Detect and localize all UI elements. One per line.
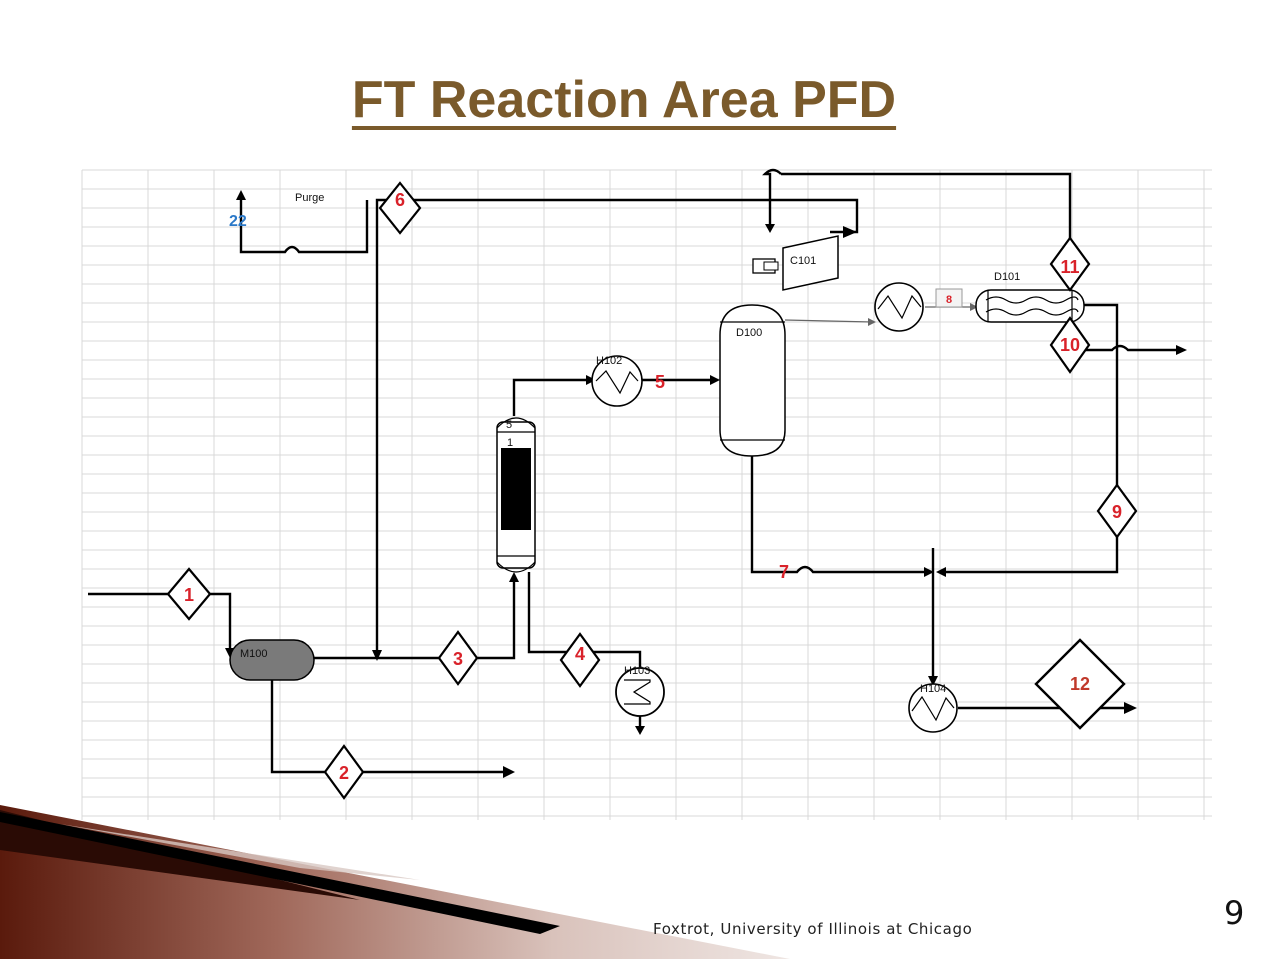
- label-purge: Purge: [295, 192, 324, 204]
- arrow-h103-out: [635, 726, 645, 735]
- pipe-stream-7: [750, 455, 928, 574]
- svg-text:7: 7: [779, 562, 789, 582]
- arrow-d101-in: [970, 303, 978, 311]
- pipe-stream-10: [1068, 322, 1178, 352]
- exchanger-d101-feed: [874, 282, 924, 332]
- arrow-h102-in: [586, 375, 596, 385]
- label-m100: M100: [240, 648, 268, 660]
- separator-d101: [975, 289, 1085, 323]
- slide-title: FT Reaction Area PFD: [351, 71, 897, 129]
- label-stream-22: 22: [229, 213, 247, 230]
- pipe-feed-1: [88, 592, 232, 652]
- svg-text:8: 8: [946, 294, 952, 306]
- stream-8-box: [935, 288, 963, 308]
- stream-tag-9: 9: [1096, 483, 1138, 539]
- arrow-c101-discharge: [843, 226, 857, 238]
- stream-tag-2: 2: [323, 744, 365, 800]
- label-h103: H103: [624, 665, 650, 677]
- page-number: 9: [1224, 894, 1245, 932]
- stream-tag-7: 7: [779, 562, 789, 582]
- arrow-stream-7: [924, 567, 934, 577]
- stream-tag-6: 6: [378, 181, 422, 235]
- arrow-c101-in: [765, 224, 775, 233]
- pipe-d100-vapour: [784, 319, 873, 323]
- svg-text:5: 5: [655, 372, 665, 392]
- stream-tag-10: 10: [1049, 316, 1091, 374]
- label-d100: D100: [736, 327, 762, 339]
- arrow-h104-in: [928, 676, 938, 686]
- pipe-stream-6: [375, 198, 388, 654]
- arrow-stream-2: [503, 766, 515, 778]
- svg-text:10: 10: [1060, 335, 1080, 355]
- label-h104: H104: [920, 683, 946, 695]
- stream-tag-12: 12: [1034, 638, 1126, 730]
- svg-text:9: 9: [1112, 502, 1122, 522]
- svg-text:6: 6: [395, 190, 405, 210]
- exchanger-h102: [591, 355, 643, 407]
- drum-d100: [719, 304, 786, 457]
- stream-tag-11: 11: [1049, 236, 1091, 292]
- label-reactor-inner: 1: [507, 437, 513, 449]
- label-reactor-top: 5: [506, 419, 512, 431]
- arrow-d100-in: [710, 375, 720, 385]
- pipe-stream-2: [270, 680, 505, 774]
- pipe-recycle-hop: [762, 168, 782, 228]
- reactor-column: [496, 417, 536, 573]
- footer-text: Foxtrot, University of Illinois at Chica…: [653, 920, 973, 938]
- arrow-junction: [372, 650, 382, 661]
- compressor-c101: [752, 235, 839, 291]
- pipe-stream-5: [512, 378, 592, 416]
- stream-tag-1: 1: [166, 567, 212, 621]
- exchanger-h104: [908, 683, 958, 733]
- arrow-outlet-10: [1176, 345, 1187, 355]
- svg-text:11: 11: [1060, 257, 1079, 277]
- svg-text:3: 3: [453, 649, 463, 669]
- stream-tag-8: 8: [946, 294, 952, 306]
- stream-tag-5: 5: [655, 372, 665, 392]
- mixer-m100: [229, 639, 315, 681]
- svg-text:2: 2: [339, 763, 349, 783]
- arrow-stream-22: [236, 190, 246, 200]
- svg-text:12: 12: [1070, 674, 1090, 694]
- label-h102: H102: [596, 355, 622, 367]
- stream-tag-4: 4: [559, 632, 601, 688]
- pipe-stream-3: [314, 578, 516, 660]
- arrow-stream-12: [1124, 702, 1137, 714]
- pipe-purge: [239, 198, 369, 254]
- label-d101: D101: [994, 271, 1020, 283]
- stream-tag-3: 3: [437, 630, 479, 686]
- grid-background: [81, 169, 1212, 820]
- label-c101: C101: [790, 255, 816, 267]
- arrow-stream-9: [936, 567, 946, 577]
- arrow-reactor-in: [509, 572, 519, 582]
- svg-text:4: 4: [575, 644, 585, 664]
- cooler-h103: [615, 667, 665, 717]
- arrow-exchanger-in: [868, 318, 876, 326]
- svg-text:1: 1: [184, 585, 194, 605]
- pipe-stream-9: [942, 303, 1119, 574]
